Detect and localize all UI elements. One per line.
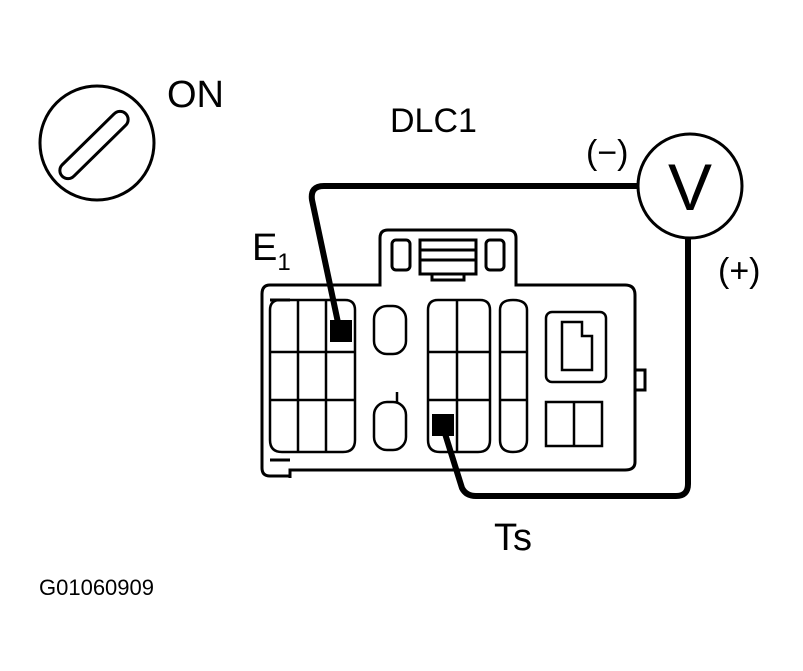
e1-terminal-label: E1 (252, 227, 291, 276)
positive-lead-wire (439, 233, 691, 499)
voltmeter-icon (636, 132, 744, 240)
dlc1-connector (260, 228, 647, 478)
voltmeter-positive-label: (+) (718, 252, 761, 290)
figure-id: G01060909 (39, 575, 154, 600)
voltmeter-negative-label: (−) (586, 134, 629, 172)
ts-terminal-label: Ts (494, 517, 532, 559)
voltmeter-symbol: V (668, 150, 712, 224)
ignition-switch-icon (38, 84, 156, 202)
connector-name-label: DLC1 (390, 102, 477, 140)
negative-lead-wire (308, 183, 641, 335)
terminal-cavities (268, 298, 608, 454)
ignition-on-label: ON (167, 74, 224, 116)
